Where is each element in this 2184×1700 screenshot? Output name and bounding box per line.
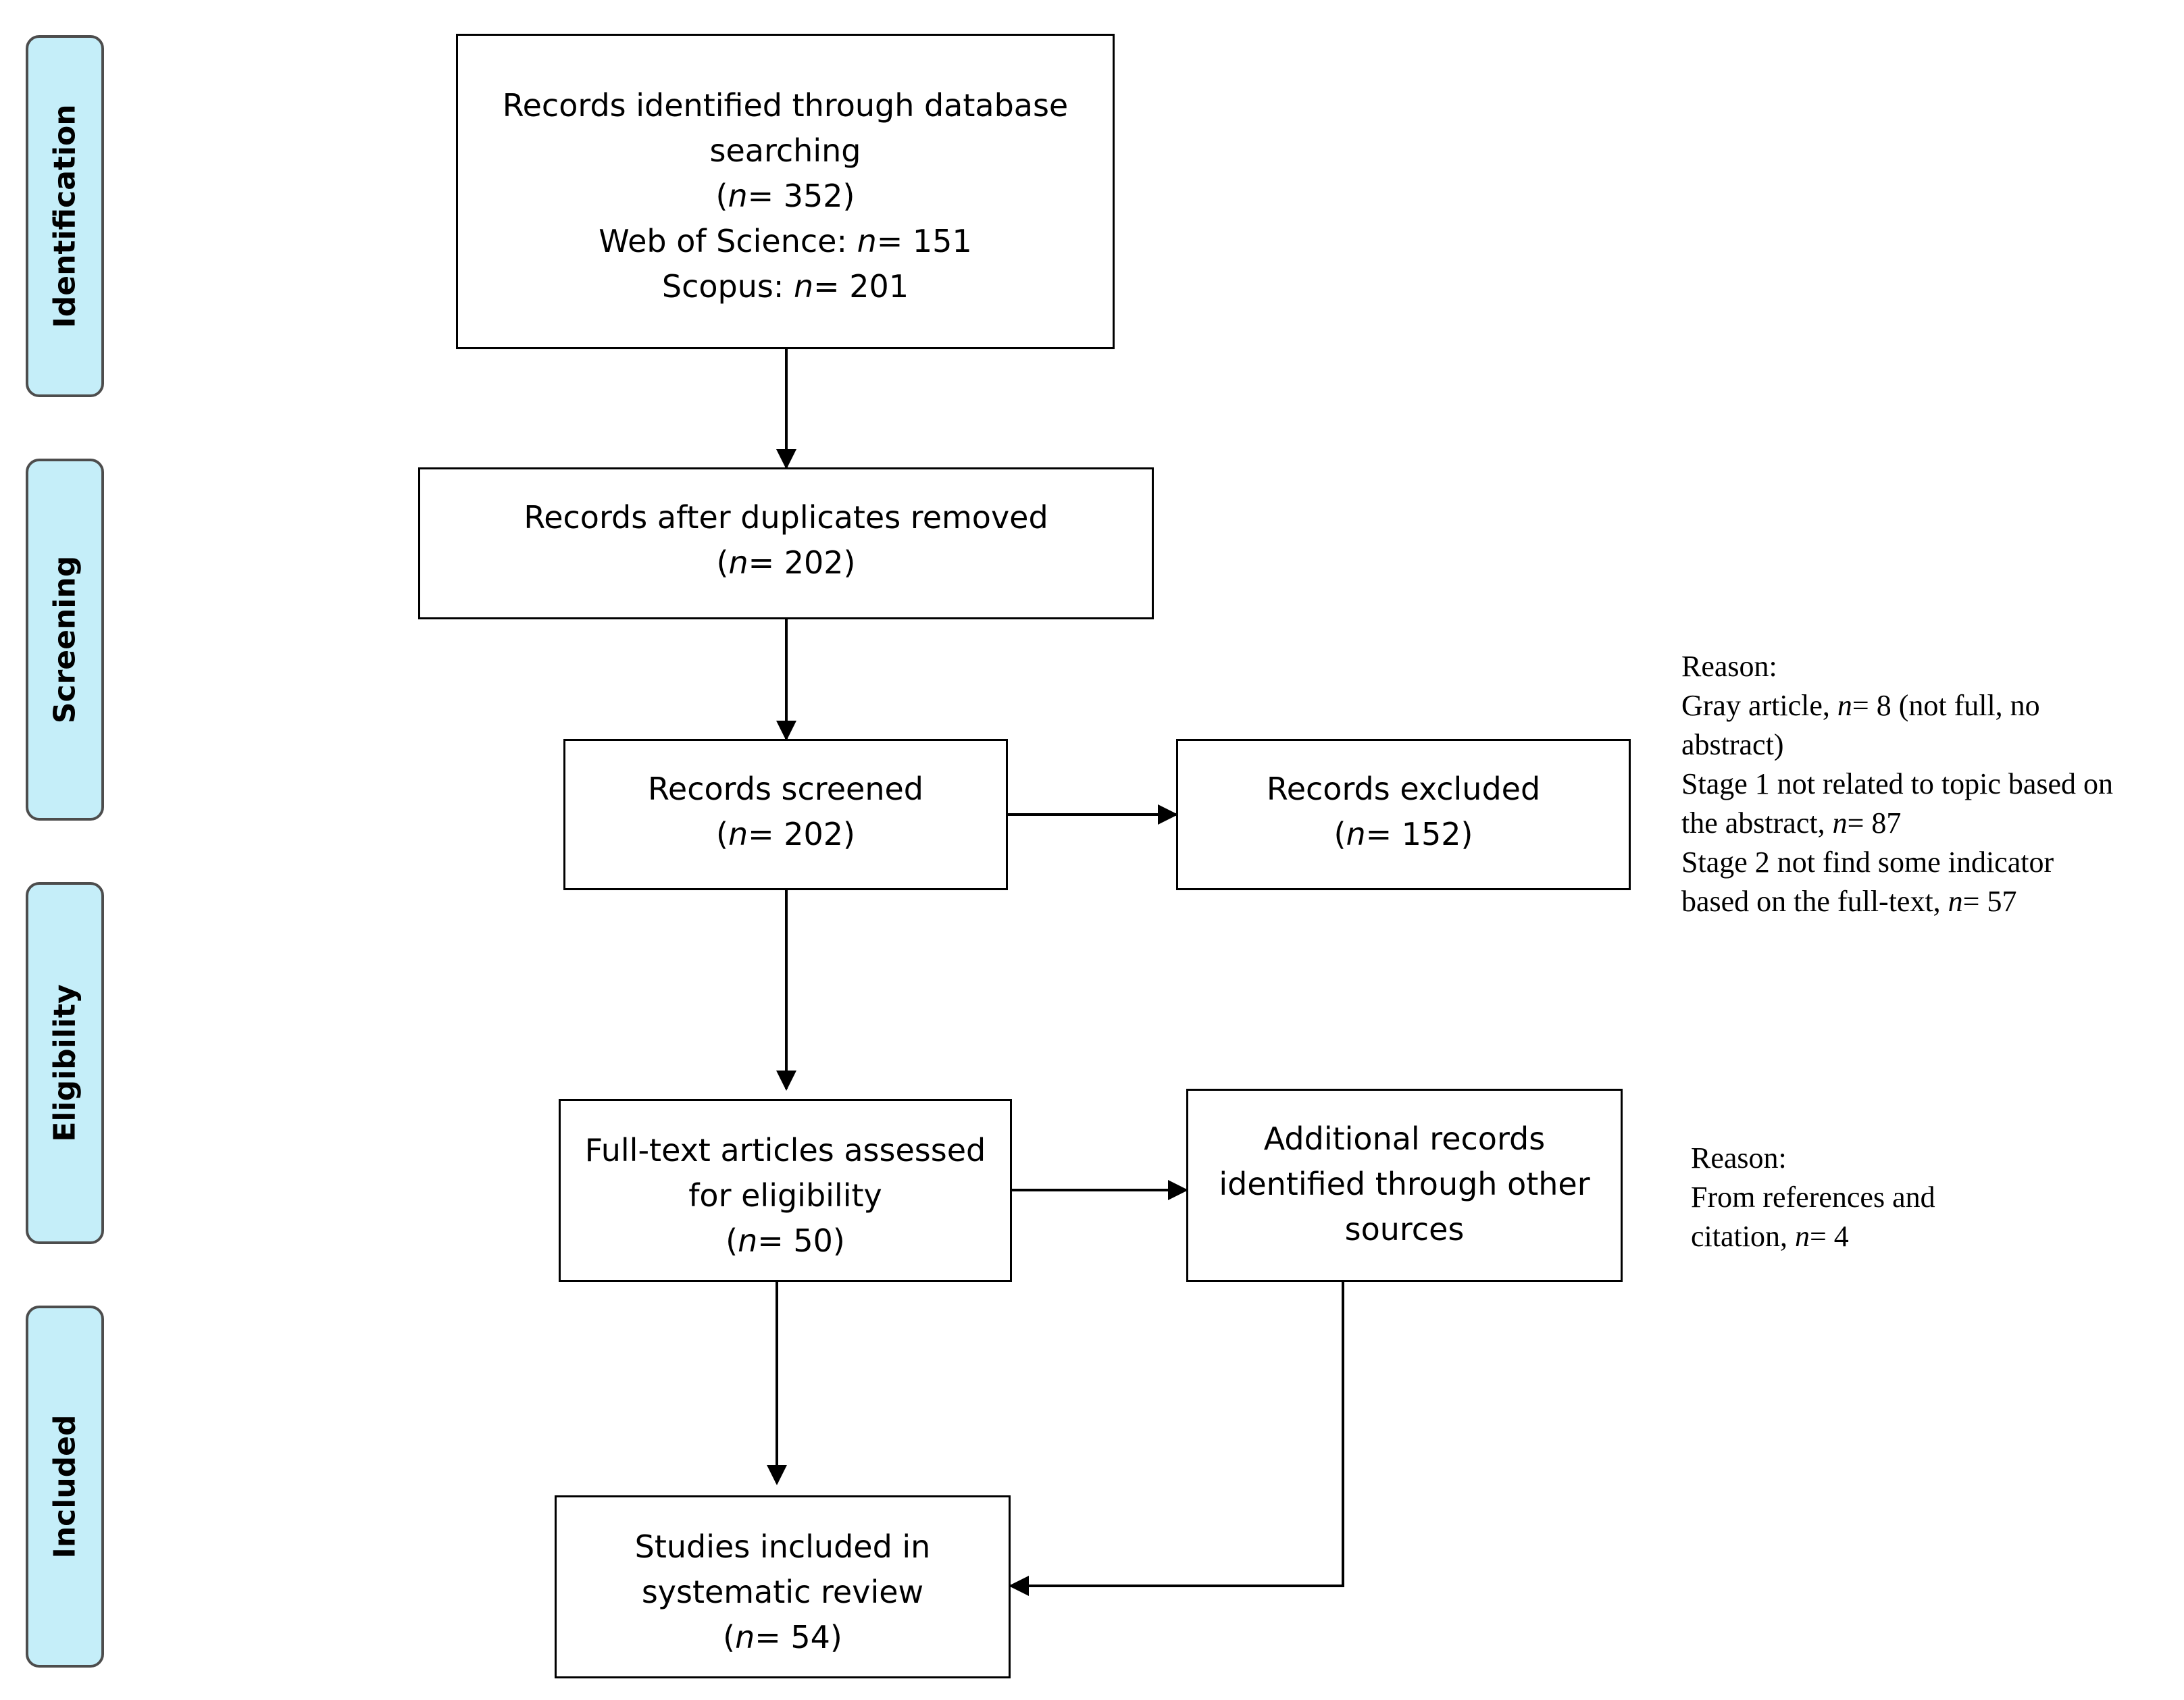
box-count: (n= 152) — [1334, 816, 1473, 852]
note-title: Reason: — [1681, 650, 1777, 683]
note-line: based on the full-text, n= 57 — [1681, 885, 2017, 918]
box-line: identified through other — [1219, 1166, 1590, 1202]
box-studies-included: Studies included in systematic review (n… — [555, 1495, 1011, 1678]
box-line: Records identified through database — [502, 87, 1069, 124]
box-count: (n= 352) — [715, 178, 855, 214]
box-line: Additional records — [1263, 1121, 1546, 1157]
box-after-duplicates: Records after duplicates removed (n= 202… — [418, 467, 1154, 619]
box-line: Full-text articles assessed — [584, 1132, 986, 1168]
box-line: Records after duplicates removed — [524, 499, 1048, 536]
note-line: Stage 2 not find some indicator — [1681, 846, 2054, 879]
note-line: citation, n= 4 — [1691, 1220, 1849, 1253]
note-title: Reason: — [1691, 1141, 1787, 1175]
box-count: (n= 202) — [716, 544, 856, 581]
box-line: for eligibility — [688, 1177, 882, 1214]
stage-eligibility: Eligibility — [26, 882, 104, 1244]
box-line: systematic review — [641, 1574, 924, 1610]
box-full-text-assessed: Full-text articles assessed for eligibil… — [559, 1099, 1012, 1282]
box-records-screened: Records screened (n= 202) — [563, 739, 1008, 890]
note-exclusion-reason: Reason: Gray article, n= 8 (not full, no… — [1681, 647, 2113, 921]
arrow-additional-to-included — [1009, 1282, 1344, 1596]
note-line: Gray article, n= 8 (not full, no — [1681, 689, 2040, 722]
note-line: abstract) — [1681, 728, 1784, 761]
box-line: Studies included in — [634, 1528, 931, 1565]
box-line: sources — [1344, 1211, 1465, 1247]
box-records-excluded: Records excluded (n= 152) — [1176, 739, 1631, 890]
box-additional-records: Additional records identified through ot… — [1186, 1089, 1623, 1282]
stage-screening: Screening — [26, 459, 104, 821]
box-count-scopus: Scopus: n= 201 — [661, 268, 909, 305]
note-line: the abstract, n= 87 — [1681, 806, 1902, 840]
box-count: (n= 202) — [715, 816, 856, 852]
stage-included: Included — [26, 1306, 104, 1668]
note-additional-reason: Reason: From references and citation, n=… — [1691, 1139, 1935, 1256]
note-line: Stage 1 not related to topic based on — [1681, 767, 2114, 800]
note-line: From references and — [1691, 1181, 1935, 1214]
box-records-identified: Records identified through database sear… — [456, 34, 1115, 349]
box-line: Records screened — [648, 771, 923, 807]
box-count-wos: Web of Science: n= 151 — [599, 223, 972, 259]
box-line: Records excluded — [1266, 771, 1541, 807]
box-count: (n= 50) — [726, 1222, 845, 1259]
box-line: searching — [709, 132, 861, 169]
box-count: (n= 54) — [723, 1619, 842, 1655]
stage-identification: Identification — [26, 35, 104, 397]
